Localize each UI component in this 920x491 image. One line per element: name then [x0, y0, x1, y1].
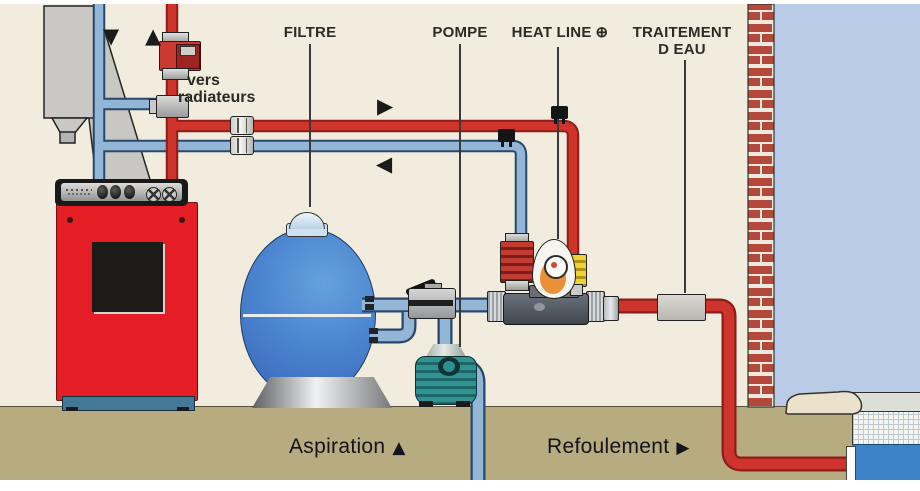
refoulement-text: Refoulement [547, 435, 670, 458]
vers-line: vers [187, 72, 220, 89]
chimney-outlet [59, 131, 76, 144]
heat-exchanger-coupler [603, 296, 619, 321]
flow-arrow-down-icon: ▼ [103, 24, 120, 48]
pump-foot [456, 401, 470, 407]
heat-line-leader-line [557, 47, 559, 239]
filter-port-flange [365, 304, 374, 310]
boiler-screw [179, 217, 185, 223]
heat-exchanger-logo [534, 303, 545, 311]
filter-port-flange [365, 296, 374, 302]
heat-line-label: HEAT LINE⊕ [500, 24, 620, 41]
traitement-label: TRAITEMENT D EAU [628, 24, 736, 59]
boiler-base [62, 396, 195, 411]
circled-plus-icon: ⊕ [595, 24, 609, 41]
boiler-foot [66, 407, 78, 411]
mixing-tee-fitting [156, 95, 189, 118]
boiler-dial [146, 187, 161, 202]
traitement-leader-line [684, 60, 686, 293]
pump-inlet-cone [426, 344, 466, 357]
boiler-foot [177, 407, 189, 411]
radiateurs-line: radiateurs [178, 89, 256, 107]
vers-radiateurs-label: vers radiateurs [178, 72, 288, 107]
refoulement-arrow-icon: ▶ [676, 438, 690, 458]
pump-foot [419, 401, 433, 407]
pool-far-deck [844, 392, 920, 413]
filtre-label: FILTRE [283, 24, 337, 41]
union-valve-cold [230, 136, 254, 155]
filter-seam-line [243, 314, 371, 317]
boiler-knob [124, 185, 135, 199]
union-valve-hot [230, 116, 254, 135]
top-margin [0, 0, 920, 4]
brick-wall [747, 3, 775, 408]
pompe-label: POMPE [432, 24, 488, 41]
thermostat-dial [544, 255, 568, 279]
flow-arrow-left-icon: ◀ [376, 152, 393, 176]
filtration-pump [415, 356, 477, 405]
multiport-valve-band [409, 300, 453, 306]
pool-coping-stone [785, 390, 863, 415]
pompe-leader-line [459, 44, 461, 347]
boiler-panel-print [66, 189, 92, 195]
aspiration-text: Aspiration [289, 435, 386, 458]
boiler-knob [110, 185, 121, 199]
hot-pipe-sensor [551, 106, 568, 124]
pool-tile-band [852, 411, 920, 445]
flow-arrow-up-icon: ▲ [145, 24, 162, 48]
primary-circuit-pump [500, 241, 534, 283]
pool-inner-wall-outlet [846, 446, 856, 482]
boiler-screw [67, 217, 73, 223]
pool-water [852, 444, 920, 481]
thermostat-dial-dot [551, 262, 557, 268]
chimney-duct [43, 5, 96, 119]
bottom-margin [0, 480, 920, 491]
filter-port-flange [369, 328, 378, 334]
heat-line-text: HEAT LINE [511, 24, 592, 41]
flow-arrow-right-icon: ▶ [377, 94, 394, 118]
aspiration-arrow-icon: ▲ [392, 438, 406, 458]
water-treatment-unit [657, 294, 706, 321]
boiler-knob [97, 185, 108, 199]
filter-port-flange [369, 337, 378, 343]
traitement-line2: D EAU [658, 41, 706, 59]
circulator-flange [162, 68, 189, 80]
cold-pipe-sensor [498, 129, 515, 147]
filter-pedestal [252, 377, 392, 408]
refoulement-label: Refoulement ▶ [547, 435, 690, 459]
boiler-door [92, 242, 163, 312]
pump-discharge-port-inner [443, 361, 455, 372]
filtre-leader-line [309, 44, 311, 207]
ground [0, 406, 852, 481]
primary-pump-flange [505, 280, 529, 291]
traitement-line1: TRAITEMENT [632, 24, 732, 41]
aspiration-label: Aspiration ▲ [289, 435, 406, 459]
boiler-dial [162, 187, 177, 202]
circulator-nameplate [180, 46, 196, 56]
